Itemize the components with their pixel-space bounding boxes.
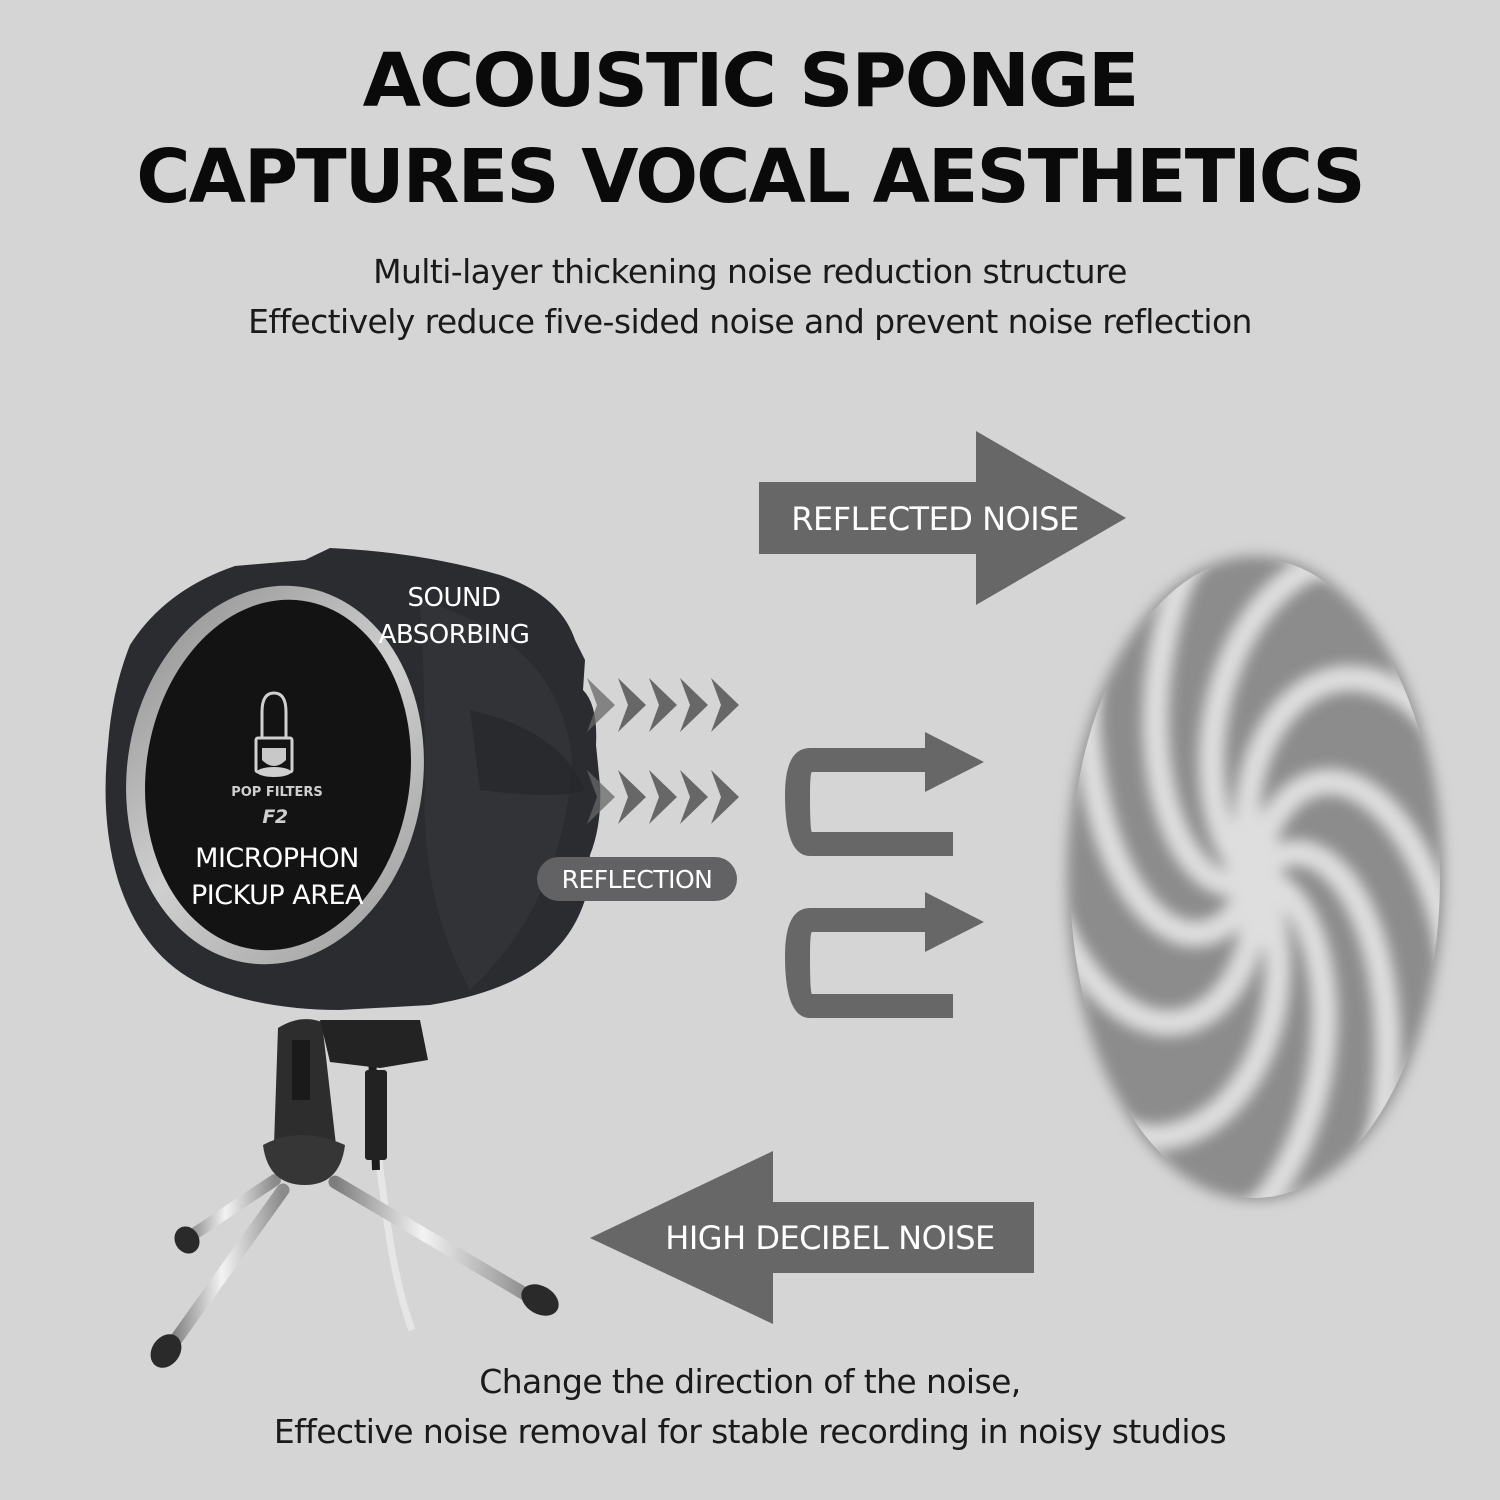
swirl-arm xyxy=(1242,768,1440,961)
noise-swirl xyxy=(1067,556,1443,1200)
chevron-icon xyxy=(587,678,615,732)
chevron-icon xyxy=(649,770,677,824)
chevron-icon xyxy=(711,770,739,824)
swirl-arm xyxy=(1110,865,1291,1151)
reflected-noise-label: REFLECTED NOISE xyxy=(791,500,1079,538)
chevron-icon xyxy=(680,770,708,824)
microphone-icon xyxy=(254,691,294,777)
swirl-arm xyxy=(1233,664,1440,891)
foam-label-line-1: SOUND xyxy=(407,583,501,613)
chevron-icon xyxy=(680,678,708,732)
swirl-arm xyxy=(1142,558,1268,898)
swirl-arm xyxy=(1070,865,1269,1037)
headline-line-2: CAPTURES VOCAL AESTHETICS xyxy=(136,134,1365,220)
absorption-chevrons xyxy=(587,678,739,824)
swirl-arm xyxy=(1242,839,1401,1160)
chevron-icon xyxy=(649,678,677,732)
chevron-icon xyxy=(618,770,646,824)
headline-line-1: ACOUSTIC SPONGE xyxy=(362,38,1140,124)
reflection-badge-bg xyxy=(537,857,737,901)
pickup-label-line-1: MICROPHON xyxy=(195,843,359,874)
pickup-label-line-2: PICKUP AREA xyxy=(191,880,363,911)
brand-label: POP FILTERS xyxy=(231,785,323,800)
chevron-icon xyxy=(711,678,739,732)
u-turn-arrow-2 xyxy=(785,892,984,1018)
reflected-noise-arrow xyxy=(759,431,1126,605)
footer-line-2: Effective noise removal for stable recor… xyxy=(273,1412,1227,1451)
footer-line-1: Change the direction of the noise, xyxy=(479,1362,1021,1401)
u-turn-arrow-1 xyxy=(785,732,984,856)
high-decibel-noise-arrow xyxy=(590,1151,1034,1324)
subtitle-line-2: Effectively reduce five-sided noise and … xyxy=(248,302,1252,341)
foam-label-line-2: ABSORBING xyxy=(378,620,530,650)
subtitle-line-1: Multi-layer thickening noise reduction s… xyxy=(373,252,1127,291)
chevron-icon xyxy=(587,770,615,824)
chevron-icon xyxy=(618,678,646,732)
reflection-badge: REFLECTION xyxy=(561,865,713,894)
high-decibel-noise-label: HIGH DECIBEL NOISE xyxy=(665,1219,995,1257)
tripod-stand xyxy=(150,1019,559,1368)
swirl-arm xyxy=(1198,558,1342,891)
swirl-arm xyxy=(1236,865,1338,1198)
model-label: F2 xyxy=(262,806,288,828)
swirl-arm xyxy=(1073,685,1268,948)
